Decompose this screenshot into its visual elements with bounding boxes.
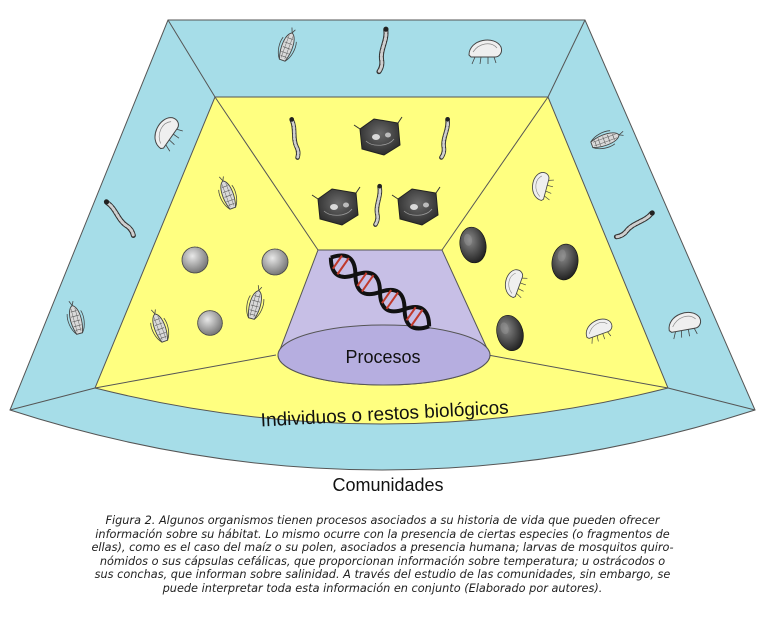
figure-caption: Figura 2. Algunos organismos tienen proc… [91, 514, 674, 595]
dna-icon [328, 253, 432, 331]
nested-layers-diagram: Procesos Individuos o restos biológicos … [9, 19, 756, 495]
pollen-grain-icon [197, 310, 223, 336]
inner-ellipse [277, 324, 491, 386]
inner-label: Procesos [345, 347, 420, 367]
outer-label: Comunidades [332, 475, 443, 495]
pollen-grain-icon [261, 248, 289, 276]
pollen-grain-icon [181, 246, 209, 274]
